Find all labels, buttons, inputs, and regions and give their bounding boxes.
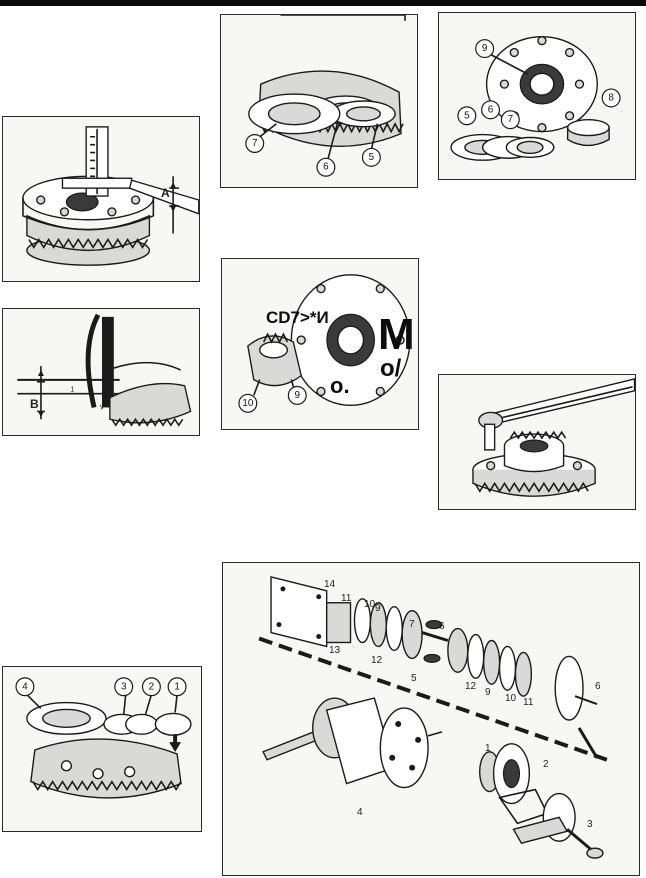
exploded-callout-7: 7 <box>409 619 415 630</box>
callout-9: 9 <box>482 43 488 54</box>
exploded-callout-12b: 12 <box>465 681 477 692</box>
callout-6: 6 <box>488 104 494 115</box>
callout-5: 5 <box>464 110 470 121</box>
figure-depth-gauge-a: A <box>2 116 200 282</box>
housing-parts-illustration: 9 5 6 7 8 <box>450 36 621 161</box>
figure-housing-side: 10 9 CD7>*И M o/ o. <box>221 258 419 430</box>
figure-exploded-view: 14 11 10 9 13 12 7 6 5 12 9 10 11 6 4 1 … <box>222 562 640 876</box>
exploded-callout-4: 4 <box>357 807 363 818</box>
callout-7: 7 <box>508 114 514 125</box>
figure-gear-washers: 4 3 2 1 <box>2 666 202 832</box>
exploded-callout-11b: 11 <box>523 697 534 708</box>
depth-gauge-b-illustration: 1 V <box>17 313 192 427</box>
ocr-text-m: M <box>378 310 415 359</box>
ocr-text-o-slash: o/ <box>380 355 402 382</box>
exploded-callout-12a: 12 <box>371 655 383 666</box>
exploded-callout-9a: 9 <box>375 603 381 614</box>
exploded-view-illustration <box>258 576 608 859</box>
exploded-callout-3: 3 <box>587 819 593 830</box>
exploded-callout-10b: 10 <box>505 693 517 704</box>
svg-text:1: 1 <box>71 387 75 394</box>
callout-1: 1 <box>174 681 179 692</box>
exploded-callout-13: 13 <box>329 645 341 656</box>
exploded-callout-14: 14 <box>324 579 336 590</box>
ocr-text-o-dot: o. <box>330 373 350 398</box>
ocr-text-cd7: CD7>*И <box>266 308 329 327</box>
exploded-callout-11a: 11 <box>341 593 352 604</box>
figure-housing-parts: 9 5 6 7 8 <box>438 12 636 180</box>
callout-5: 5 <box>369 152 375 163</box>
callout-4: 4 <box>22 681 28 692</box>
figure-washers-7-6-5: 7 6 5 <box>220 14 418 188</box>
dimension-label-a: A <box>161 186 170 200</box>
exploded-callout-2: 2 <box>543 759 549 770</box>
svg-text:V: V <box>100 404 105 411</box>
housing-side-illustration: 10 9 <box>238 274 411 413</box>
exploded-callout-6a: 6 <box>439 621 445 632</box>
callout-8: 8 <box>608 92 614 103</box>
page-top-rule <box>0 0 646 6</box>
gear-washers-illustration: 4 3 2 1 <box>15 677 192 799</box>
callout-7: 7 <box>252 138 258 149</box>
callout-10: 10 <box>242 398 253 409</box>
callout-2: 2 <box>149 681 154 692</box>
exploded-callout-9b: 9 <box>485 687 491 698</box>
callout-3: 3 <box>121 681 127 692</box>
figure-depth-gauge-b: 1 V B <box>2 308 200 436</box>
dimension-label-b: B <box>30 397 39 411</box>
exploded-callout-1: 1 <box>485 743 491 754</box>
torque-wrench-illustration <box>472 378 635 497</box>
exploded-callout-10a: 10 <box>364 599 376 610</box>
washers-7-6-5-illustration: 7 6 5 <box>245 15 406 177</box>
callout-9: 9 <box>295 390 301 401</box>
figure-torque-wrench <box>438 374 636 510</box>
exploded-callout-5: 5 <box>411 673 417 684</box>
exploded-callout-6b: 6 <box>595 681 601 692</box>
callout-6: 6 <box>323 162 329 173</box>
depth-gauge-a-illustration <box>22 126 199 266</box>
